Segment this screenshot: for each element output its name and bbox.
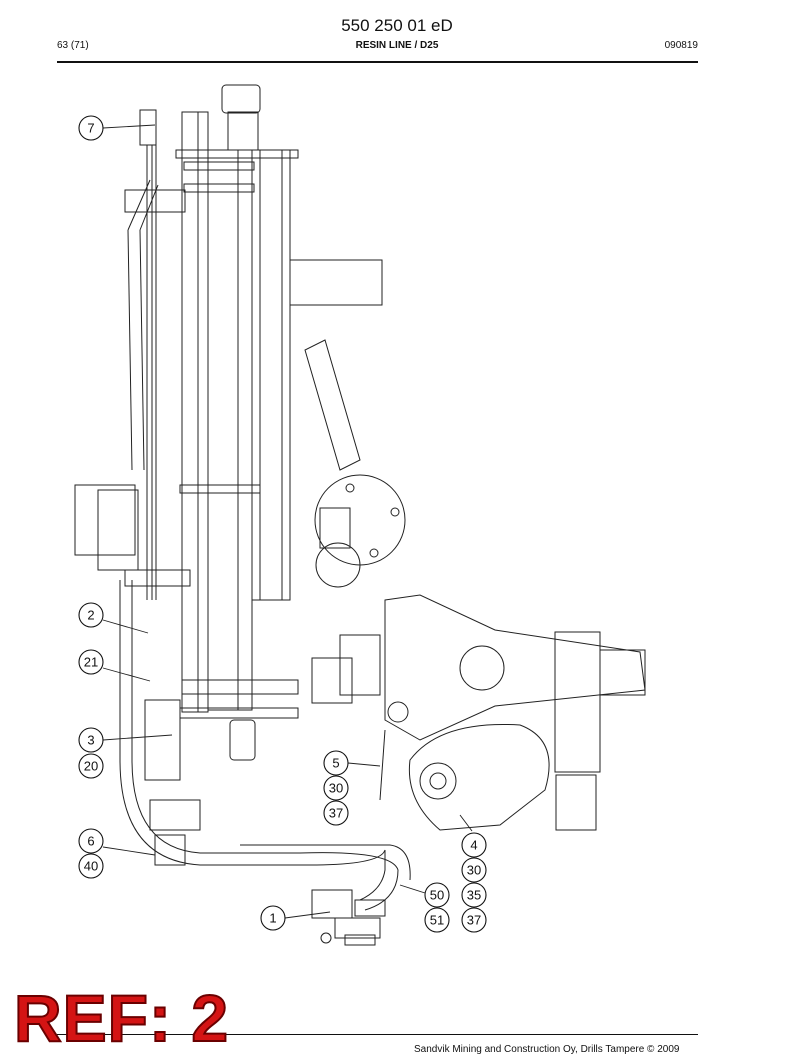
svg-text:37: 37 bbox=[329, 806, 343, 821]
page-number: 63 (71) bbox=[57, 40, 89, 51]
svg-text:6: 6 bbox=[87, 834, 94, 849]
rotation-unit bbox=[311, 594, 646, 831]
callout-2: 2 bbox=[78, 602, 104, 628]
callout-4: 4 bbox=[461, 832, 487, 858]
svg-text:50: 50 bbox=[430, 888, 444, 903]
feed-column bbox=[139, 84, 299, 719]
section-title: RESIN LINE / D25 bbox=[355, 40, 439, 51]
callout-5: 5 bbox=[323, 750, 349, 776]
footer-copyright: Sandvik Mining and Construction Oy, Dril… bbox=[414, 1044, 680, 1055]
callout-21: 21 bbox=[78, 649, 104, 675]
svg-text:30: 30 bbox=[467, 863, 481, 878]
svg-text:2: 2 bbox=[87, 608, 94, 623]
ref-stamp: REF: 2 bbox=[13, 981, 230, 1055]
svg-text:51: 51 bbox=[430, 913, 444, 928]
svg-text:30: 30 bbox=[329, 781, 343, 796]
svg-text:20: 20 bbox=[84, 759, 98, 774]
slide-block bbox=[74, 189, 256, 866]
date-code: 090819 bbox=[664, 40, 698, 51]
document-number: 550 250 01 eD bbox=[341, 16, 453, 35]
boom-cylinder bbox=[289, 259, 406, 588]
callout-30-right: 30 bbox=[461, 857, 487, 883]
svg-text:40: 40 bbox=[84, 859, 98, 874]
callout-30-left: 30 bbox=[323, 775, 349, 801]
callout-6: 6 bbox=[78, 828, 104, 854]
callout-35: 35 bbox=[461, 882, 487, 908]
svg-text:1: 1 bbox=[269, 911, 276, 926]
callout-3: 3 bbox=[78, 727, 104, 753]
footer-rule bbox=[57, 1034, 698, 1035]
svg-text:4: 4 bbox=[470, 838, 477, 853]
svg-text:21: 21 bbox=[84, 655, 98, 670]
svg-text:7: 7 bbox=[87, 121, 94, 136]
callout-50: 50 bbox=[424, 882, 450, 908]
header-rule bbox=[57, 61, 698, 63]
leader-lines bbox=[102, 124, 473, 919]
callout-1: 1 bbox=[260, 905, 286, 931]
svg-text:5: 5 bbox=[332, 756, 339, 771]
callout-20: 20 bbox=[78, 753, 104, 779]
bottom-valve bbox=[311, 889, 386, 946]
callout-37-right: 37 bbox=[461, 907, 487, 933]
callout-40: 40 bbox=[78, 853, 104, 879]
svg-text:35: 35 bbox=[467, 888, 481, 903]
svg-text:3: 3 bbox=[87, 733, 94, 748]
callout-7: 7 bbox=[78, 115, 104, 141]
callout-51: 51 bbox=[424, 907, 450, 933]
resin-hose bbox=[119, 179, 411, 911]
callout-37-left: 37 bbox=[323, 800, 349, 826]
svg-text:37: 37 bbox=[467, 913, 481, 928]
